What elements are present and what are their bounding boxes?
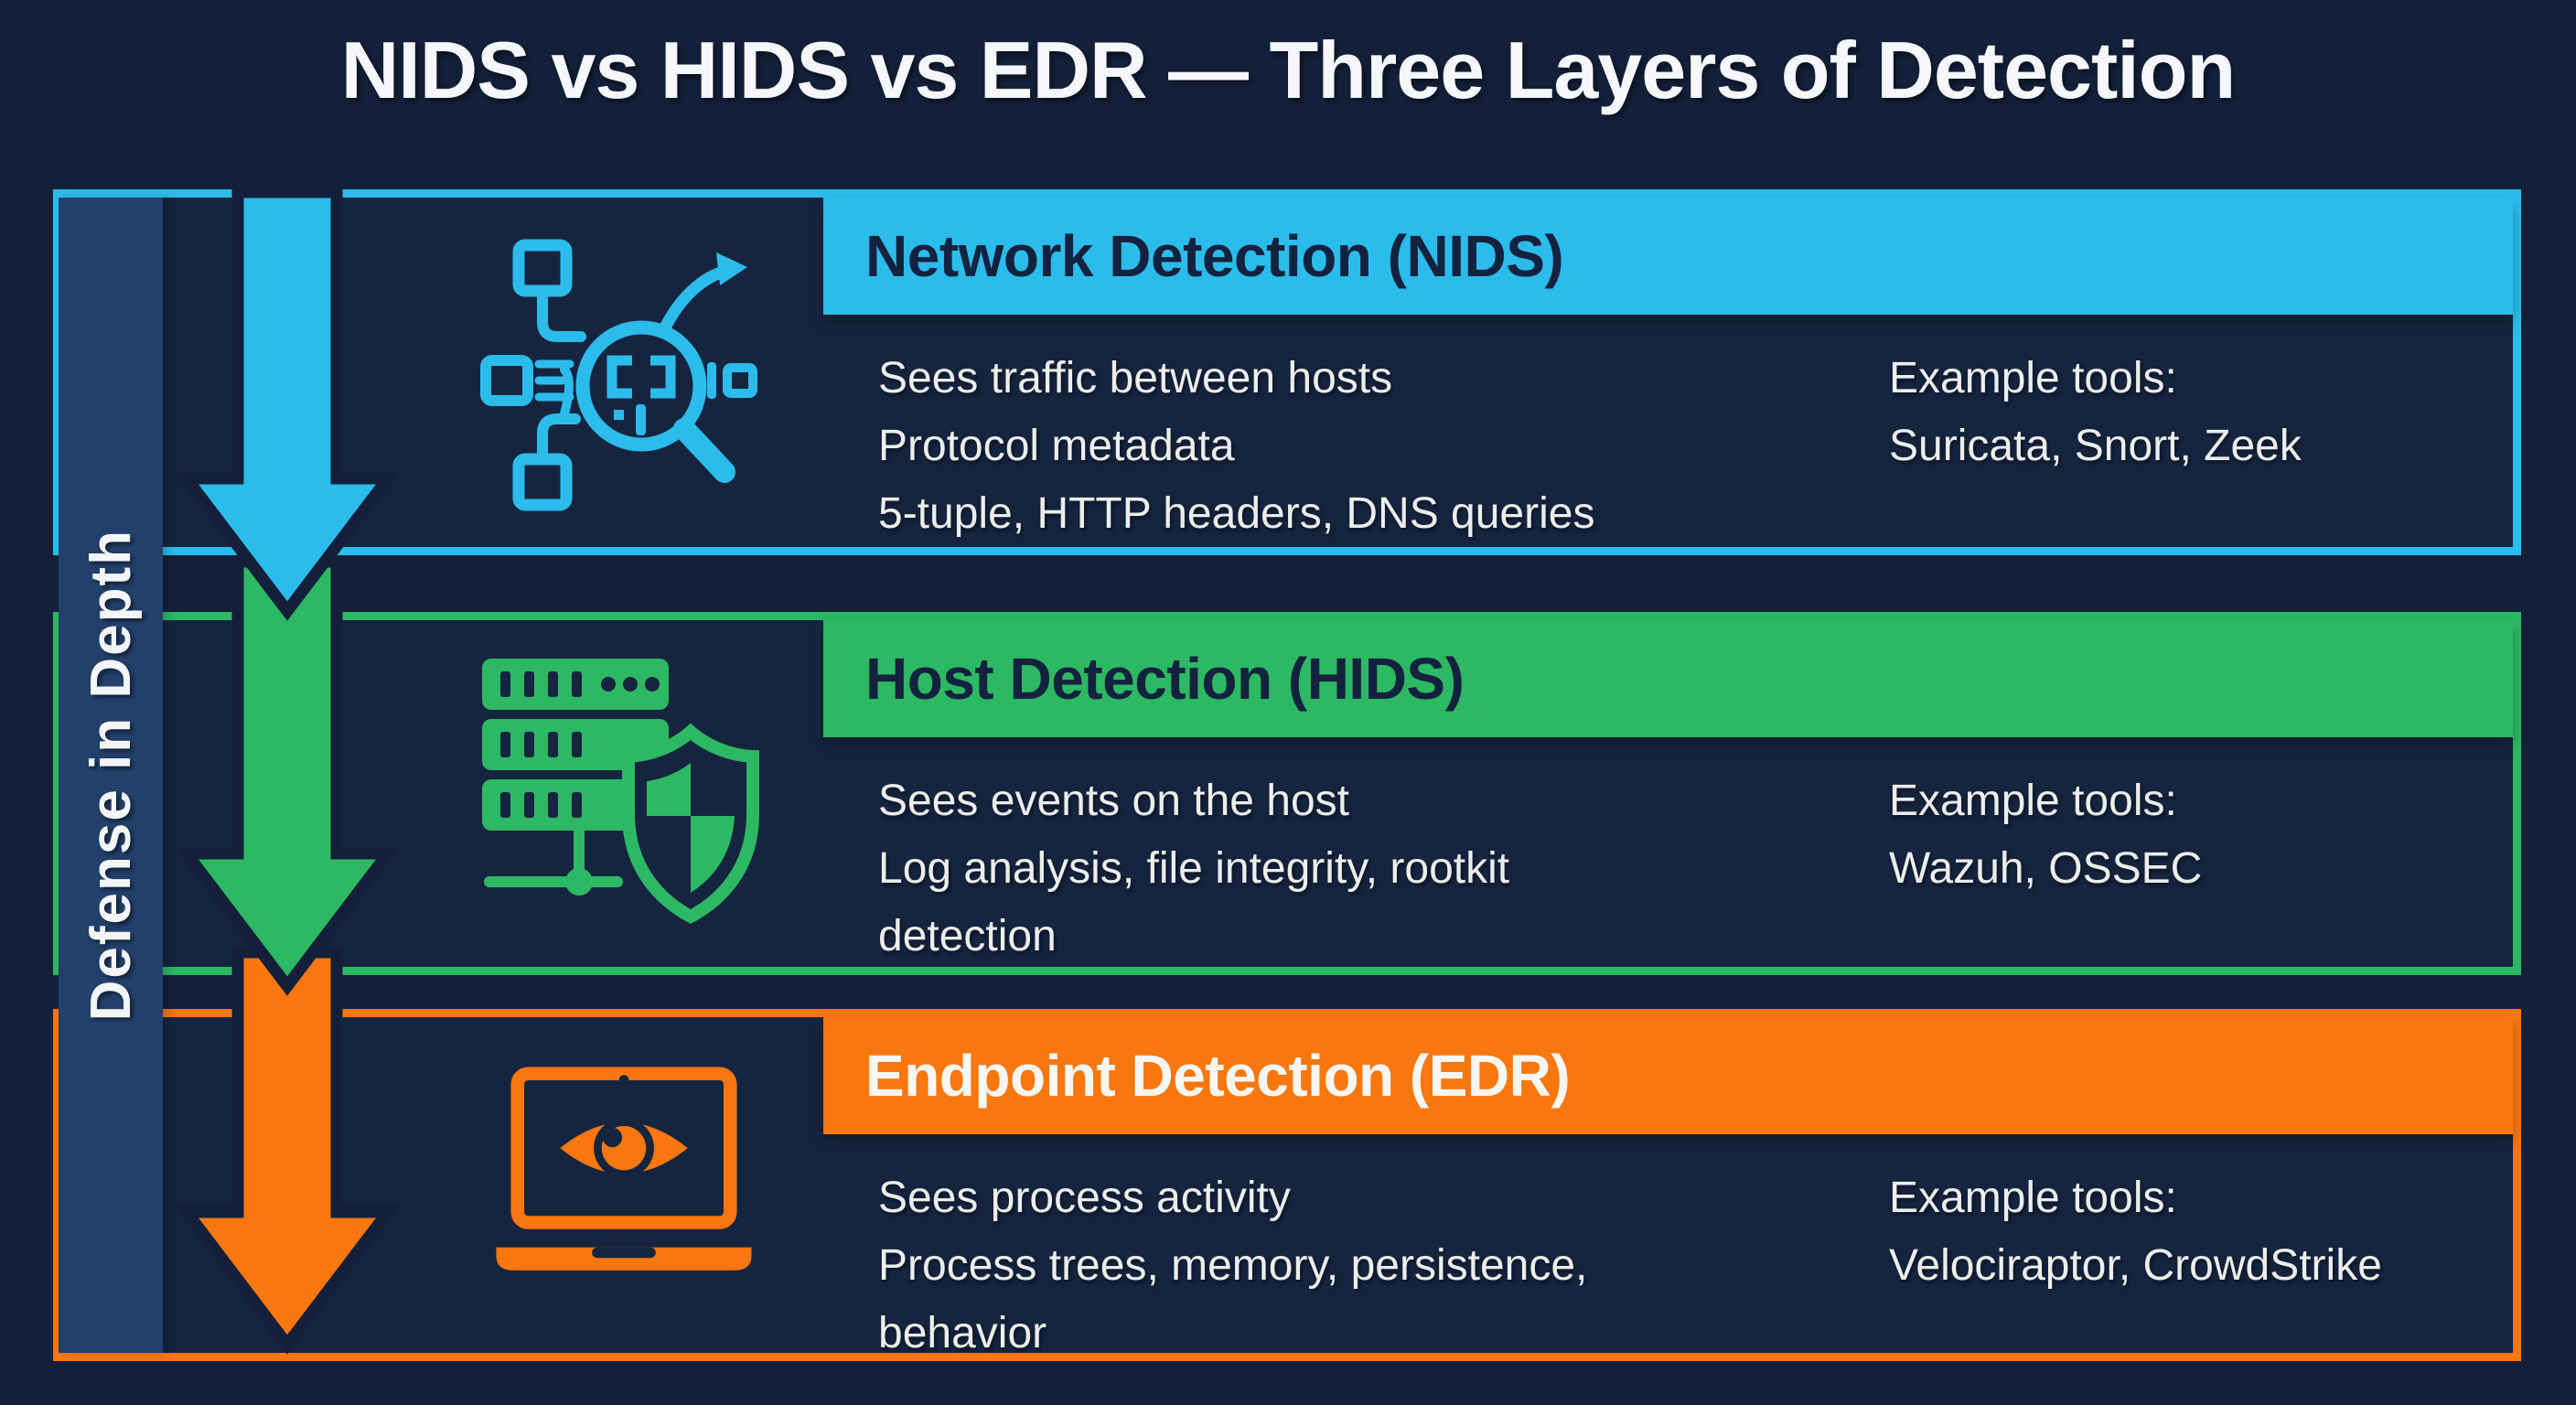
layer-card-hids: Host Detection (HIDS) — [53, 612, 2521, 975]
layer-detail-line: detection — [878, 912, 1057, 960]
layer-detail-line: Process trees, memory, persistence, — [878, 1241, 1588, 1290]
layer-header-nids: Network Detection (NIDS) — [823, 198, 2513, 315]
layer-detail-line: Protocol metadata — [878, 422, 1235, 470]
network-traffic-magnifier-icon — [462, 225, 764, 527]
layer-detail-line: 5-tuple, HTTP headers, DNS queries — [878, 489, 1595, 538]
example-tools-label: Example tools: — [1889, 354, 2177, 402]
laptop-eye-icon — [482, 1065, 766, 1295]
layer-details-nids: Sees traffic between hosts Protocol meta… — [878, 345, 1594, 548]
hids-flow-arrow — [174, 555, 401, 996]
layer-tools-edr: Example tools: Velociraptor, CrowdStrike — [1889, 1164, 2382, 1300]
example-tools-list: Wazuh, OSSEC — [1889, 844, 2203, 893]
example-tools-list: Velociraptor, CrowdStrike — [1889, 1241, 2382, 1290]
layer-details-edr: Sees process activity Process trees, mem… — [878, 1164, 1587, 1367]
layer-detail-line: Log analysis, file integrity, rootkit — [878, 844, 1510, 893]
defense-in-depth-band: Defense in Depth — [59, 198, 163, 1353]
edr-flow-arrow — [174, 946, 401, 1355]
layer-tools-nids: Example tools: Suricata, Snort, Zeek — [1889, 345, 2302, 480]
layer-details-hids: Sees events on the host Log analysis, fi… — [878, 767, 1509, 971]
layer-header-edr: Endpoint Detection (EDR) — [823, 1017, 2513, 1134]
layer-tools-hids: Example tools: Wazuh, OSSEC — [1889, 767, 2202, 903]
layer-detail-line: behavior — [878, 1309, 1047, 1357]
example-tools-label: Example tools: — [1889, 1174, 2177, 1222]
layer-detail-line: Sees traffic between hosts — [878, 354, 1393, 402]
layer-detail-line: Sees process activity — [878, 1174, 1291, 1222]
layer-detail-line: Sees events on the host — [878, 777, 1350, 825]
nids-flow-arrow — [174, 186, 401, 621]
example-tools-list: Suricata, Snort, Zeek — [1889, 422, 2302, 470]
layer-card-nids: Network Detection (NIDS) — [53, 189, 2521, 555]
layer-card-edr: Endpoint Detection (EDR) Sees process ac… — [53, 1009, 2521, 1361]
server-shield-icon — [471, 653, 773, 928]
example-tools-label: Example tools: — [1889, 777, 2177, 825]
page-title: NIDS vs HIDS vs EDR — Three Layers of De… — [340, 25, 2237, 115]
layer-header-hids: Host Detection (HIDS) — [823, 620, 2513, 737]
